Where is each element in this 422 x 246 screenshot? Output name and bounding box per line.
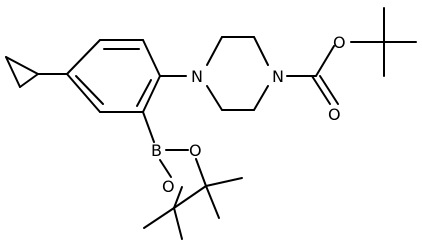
double-bond [319, 75, 339, 105]
boc-group [286, 7, 417, 105]
atom-oxygen-label: O [189, 141, 202, 160]
bond [19, 73, 39, 88]
atom-oxygen-label: O [333, 33, 346, 52]
atom-nitrogen-label: N [272, 67, 284, 86]
bond [5, 56, 21, 88]
bond [142, 111, 155, 143]
bond [142, 75, 161, 113]
bond [205, 177, 243, 187]
cyclopropyl-group [5, 56, 68, 88]
bond [66, 73, 101, 113]
bond [159, 159, 172, 178]
double-bond-inner [136, 79, 152, 107]
bond [206, 85, 223, 111]
bond [66, 39, 101, 75]
double-bond-inner [75, 75, 104, 105]
piperazine-ring [206, 36, 269, 111]
bond [5, 56, 39, 75]
atom-oxygen-label: O [328, 105, 341, 124]
bond [206, 36, 223, 66]
bond [205, 185, 220, 219]
atom-oxygen-label: O [162, 177, 175, 196]
benzene-ring [66, 39, 161, 113]
atom-nitrogen-label: N [191, 67, 203, 86]
bond [173, 207, 183, 240]
atom-boron-label: B [151, 141, 162, 160]
bond [173, 186, 183, 209]
bond [253, 36, 269, 66]
pinacol-boronate [143, 149, 243, 240]
bond [253, 85, 269, 111]
bond [143, 207, 175, 229]
bond [142, 39, 161, 77]
bond [195, 158, 207, 187]
bond [311, 75, 331, 105]
bond [315, 45, 335, 77]
bond [173, 185, 207, 209]
